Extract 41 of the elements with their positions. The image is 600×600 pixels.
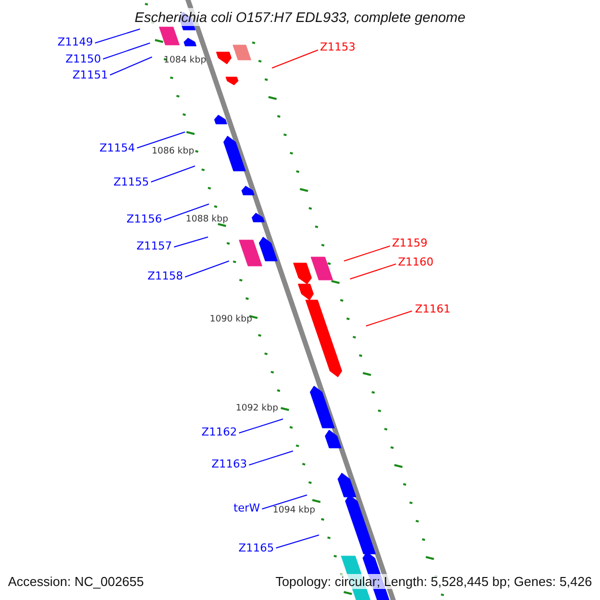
leader-line <box>94 28 140 44</box>
gene-label: Z1151 <box>72 68 108 82</box>
gene-label: Z1155 <box>113 176 149 188</box>
leader-line <box>184 260 230 278</box>
position-label: 1094 kbp <box>272 506 316 516</box>
leader-line <box>366 310 412 326</box>
gene-label: Z1156 <box>126 212 162 226</box>
gene-label: Z1153 <box>320 40 356 54</box>
leader-line <box>262 494 308 510</box>
leader-line <box>136 132 186 148</box>
position-label: 1090 kbp <box>210 314 252 326</box>
leader-line <box>350 264 396 280</box>
position-label: 1084 kbp <box>164 56 206 66</box>
leader-line <box>164 204 210 220</box>
leader-line <box>276 534 320 548</box>
leader-line <box>174 236 208 248</box>
gene-label: Z1163 <box>211 458 247 470</box>
gene-label: Z1159 <box>392 236 428 250</box>
gene-label: Z1154 <box>99 142 135 154</box>
gene-label: Z1161 <box>415 302 451 316</box>
position-label: 1088 kbp <box>186 214 228 226</box>
leader-line <box>110 56 152 76</box>
gene-label: Z1149 <box>57 36 93 48</box>
leader-line <box>238 418 284 434</box>
position-label: 1086 kbp <box>152 146 194 158</box>
leader-line <box>344 246 390 262</box>
leader-line <box>248 450 294 466</box>
gene-label: Z1165 <box>238 542 274 554</box>
genome-info: Topology: circular; Length: 5,528,445 bp; Genes: 5,426 <box>275 574 592 589</box>
gene-label: Z1158 <box>147 270 183 282</box>
gene-label: Z1157 <box>136 240 172 252</box>
position-label: 1092 kbp <box>236 404 278 414</box>
leader-line <box>272 50 318 68</box>
leader-line <box>150 166 196 182</box>
gene-label: Z1162 <box>201 426 237 438</box>
gene-label: terW <box>234 502 260 514</box>
gene-label: Z1160 <box>398 256 434 268</box>
leader-line <box>102 42 150 60</box>
gene-label: Z1150 <box>65 52 101 66</box>
title: Escherichia coli O157:H7 EDL933, complete genome <box>132 8 468 26</box>
accession-label: Accession: NC_002655 <box>8 574 144 589</box>
